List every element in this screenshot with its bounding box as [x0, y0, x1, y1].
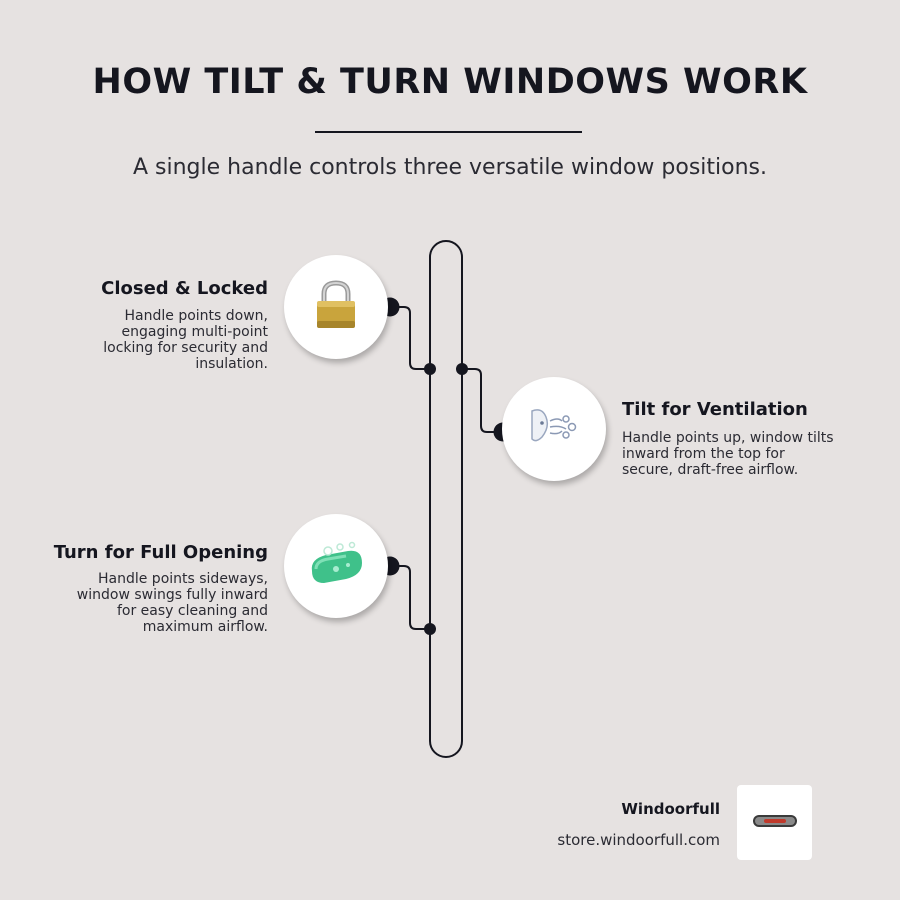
tilt-ventilation-description: Handle points up, window tilts inward fr…	[622, 430, 834, 478]
brand-name: Windoorfull	[621, 800, 720, 818]
turn-full-opening-description: Handle points sideways, window swings fu…	[76, 571, 268, 635]
page-title: HOW TILT & TURN WINDOWS WORK	[92, 62, 808, 102]
tilt-ventilation-title: Tilt for Ventilation	[622, 399, 808, 420]
connector-tilt	[462, 368, 503, 433]
connector-closed	[390, 306, 430, 370]
page-subtitle: A single handle controls three versatile…	[132, 155, 768, 180]
tilt-ventilation-badge	[502, 377, 606, 481]
junction-tilt	[456, 363, 468, 375]
central-track	[429, 240, 463, 758]
soap-bubbles-icon	[306, 541, 366, 591]
window-handle-logo-icon	[752, 813, 798, 833]
brand-url[interactable]: store.windoorfull.com	[557, 831, 720, 849]
brand-logo	[737, 785, 812, 860]
junction-turn	[424, 623, 436, 635]
title-divider	[315, 131, 582, 133]
blowing-wind-icon	[528, 407, 580, 451]
turn-full-opening-badge	[284, 514, 388, 618]
padlock-icon	[314, 280, 358, 334]
turn-full-opening-title: Turn for Full Opening	[53, 542, 268, 563]
connector-turn	[390, 565, 430, 630]
closed-locked-description: Handle points down, engaging multi-point…	[103, 308, 268, 372]
closed-locked-badge	[284, 255, 388, 359]
junction-closed	[424, 363, 436, 375]
closed-locked-title: Closed & Locked	[101, 278, 268, 299]
